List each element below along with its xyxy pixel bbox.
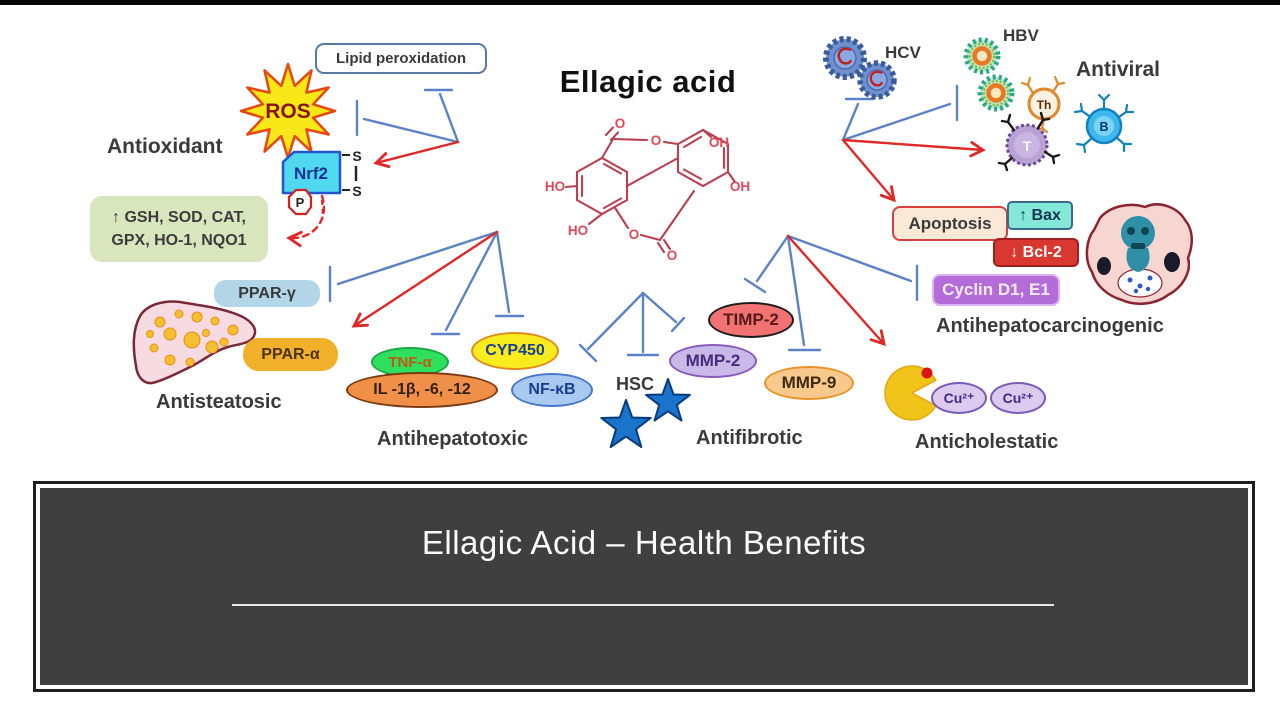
nrf2-box [281, 150, 342, 195]
chemical-structure [564, 126, 737, 254]
inhibition-lines [328, 84, 959, 363]
nf-kb-ellipse: NF-κB [511, 373, 593, 407]
phospho-label: P [296, 195, 305, 210]
antiviral-label: Antiviral [1076, 58, 1161, 81]
antihepatocarcinogenic-label: Antihepatocarcinogenic [936, 315, 1164, 337]
structure-atom-labels: O O OH HO OH HO O O [545, 116, 750, 263]
carbonyl-o-bottom: O [667, 248, 678, 263]
compound-title: Ellagic acid [559, 64, 737, 99]
mmp9-ellipse: MMP-9 [764, 366, 854, 400]
b-cell-label: B [1099, 120, 1108, 134]
hsc-label: HSC [616, 374, 655, 394]
footer-slide-frame: Ellagic Acid – Health Benefits [33, 481, 1255, 692]
antisteatosic-label: Antisteatosic [156, 391, 282, 413]
antifibrotic-label: Antifibrotic [696, 427, 803, 449]
th-cell-label: Th [1037, 98, 1052, 112]
hbv-virus-icons [963, 37, 1015, 112]
ho-bottom: HO [568, 223, 588, 238]
anticholestatic-label: Anticholestatic [915, 431, 1059, 453]
disulfide-s-bottom: S [352, 183, 361, 199]
copper-ion-pill-2: Cu²⁺ [990, 382, 1046, 414]
interleukins-ellipse: IL -1β, -6, -12 [346, 372, 498, 408]
cyclin-box: Cyclin D1, E1 [932, 274, 1060, 306]
disulfide-s-top: S [352, 148, 361, 164]
t-cell-icon: T [997, 111, 1061, 172]
ring-o-top: O [651, 133, 662, 148]
phospho-octagon [287, 188, 313, 216]
pacman-eye [921, 367, 933, 379]
nrf2-complex: Nrf2 S S P [281, 148, 362, 217]
top-border [0, 0, 1280, 5]
ring-o-bottom: O [629, 227, 640, 242]
ppar-alpha-pill: PPAR-α [243, 338, 338, 371]
fatty-liver-icon [132, 300, 257, 385]
ros-starburst-icon: ROS [239, 62, 337, 160]
hcv-label: HCV [885, 43, 921, 62]
oh-top: OH [709, 135, 729, 150]
antioxidant-label: Antioxidant [107, 135, 223, 158]
slide-title: Ellagic Acid – Health Benefits [421, 524, 867, 561]
ho-left: HO [545, 179, 565, 194]
hcv-virus-icons [823, 36, 897, 100]
footer-slide: Ellagic Acid – Health Benefits [40, 488, 1248, 685]
apoptosis-box: Apoptosis [892, 206, 1008, 241]
carbonyl-o-top: O [615, 116, 626, 131]
slide-title-underline [232, 604, 1054, 606]
bcl2-box: ↓ Bcl-2 [993, 238, 1079, 267]
mmp2-ellipse: MMP-2 [669, 344, 757, 378]
b-cell-icon: B [1073, 93, 1135, 154]
ros-label: ROS [265, 100, 311, 123]
ppar-gamma-pill: PPAR-γ [214, 280, 320, 307]
nrf2-label: Nrf2 [294, 164, 328, 183]
hsc-star-icons [600, 378, 691, 448]
nrf2-to-enzymes-dashed-arrow [286, 194, 325, 248]
enzymes-line2: GPX, HO-1, NQO1 [111, 232, 247, 249]
hbv-label: HBV [1003, 26, 1039, 45]
lipid-peroxidation-box: Lipid peroxidation [315, 43, 487, 74]
timp2-ellipse: TIMP-2 [708, 302, 794, 338]
activation-arrows [286, 138, 986, 347]
skull-icon [1121, 216, 1155, 250]
cyp450-ellipse: CYP450 [471, 332, 559, 370]
enzymes-line1: ↑ GSH, SOD, CAT, [112, 209, 246, 226]
antioxidant-enzymes-box: ↑ GSH, SOD, CAT, GPX, HO-1, NQO1 [90, 196, 268, 262]
cancer-cell-icon [1085, 203, 1193, 305]
th-cell-icon: Th [1020, 75, 1066, 134]
antihepatotoxic-label: Antihepatotoxic [377, 428, 529, 450]
copper-ion-pill-1: Cu²⁺ [931, 382, 987, 414]
t-cell-label: T [1023, 138, 1032, 154]
pacman-icon [884, 365, 937, 421]
oh-right: OH [730, 179, 750, 194]
bax-box: ↑ Bax [1007, 201, 1073, 230]
